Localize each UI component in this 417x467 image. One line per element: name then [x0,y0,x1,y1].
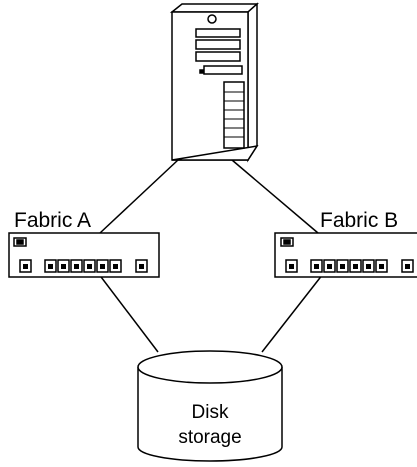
fabric-a-switch-icon [8,232,160,278]
link-server-fabric-a [99,159,179,234]
fabric-b-label: Fabric B [320,209,398,232]
tower-server-icon [169,2,259,163]
link-fabric-b-disk [261,264,331,353]
disk-label-line2: storage [178,427,241,448]
disk-label-line1: Disk [192,402,229,423]
fabric-a-label: Fabric A [14,209,91,232]
link-fabric-a-disk [91,264,159,353]
fabric-b-switch-icon [274,232,417,278]
disk-cylinder-icon [137,350,283,462]
link-server-fabric-b [231,159,319,234]
